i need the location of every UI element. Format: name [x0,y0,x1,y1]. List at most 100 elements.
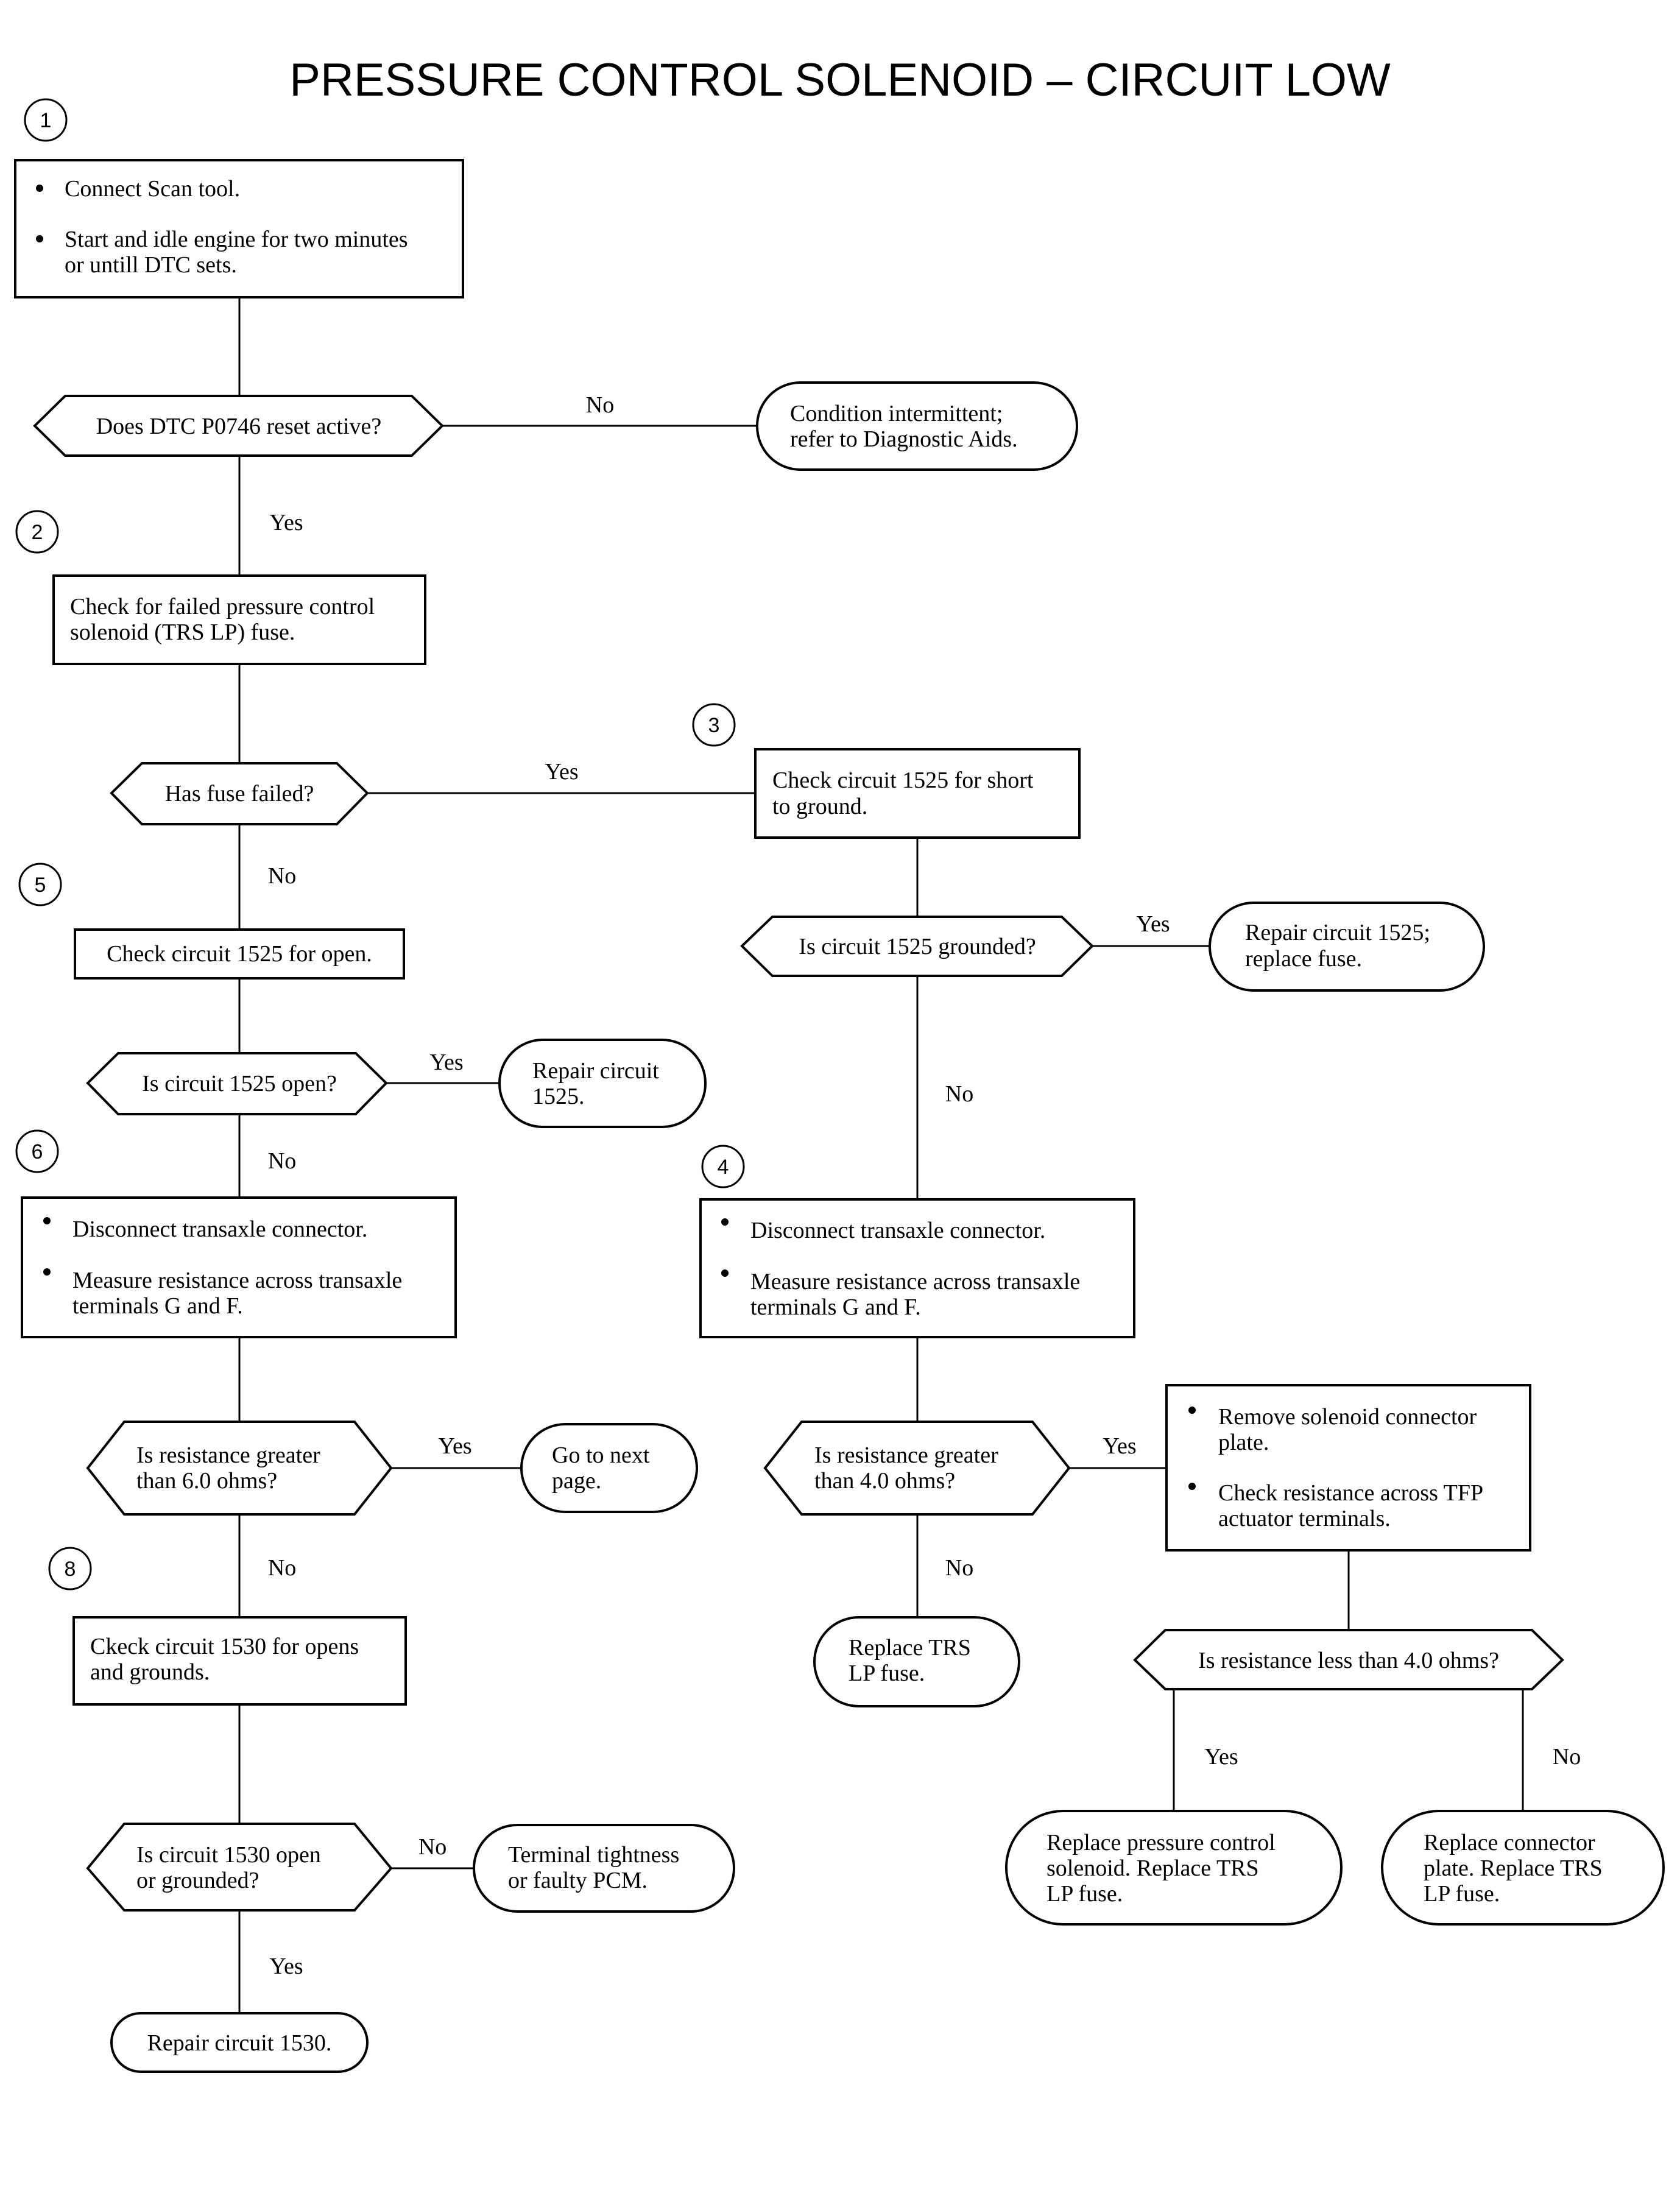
step-6-box: Disconnect transaxle connector. Measure … [21,1196,457,1338]
svg-text:Is resistance greater: Is resistance greater [136,1442,320,1468]
svg-text:Is circuit 1530 open: Is circuit 1530 open [136,1842,321,1868]
no-label: No [268,1555,296,1581]
step-3-box: Check circuit 1525 for short to ground. [754,748,1081,839]
svg-text:or faulty PCM.: or faulty PCM. [508,1868,648,1893]
end-go-to-next-page: Go to next page. [520,1423,698,1513]
end-repair-circuit-1530: Repair circuit 1530. [110,2012,369,2073]
svg-text:Check for failed pressure cont: Check for failed pressure control [70,594,375,620]
connectors [238,297,1524,2013]
decision-circuit-1525-open: Is circuit 1525 open? [86,1052,388,1115]
no-label: No [945,1555,973,1581]
end-condition-intermittent: Condition intermittent; refer to Diagnos… [756,381,1078,471]
svg-text:Disconnect transaxle connector: Disconnect transaxle connector. [72,1216,367,1242]
svg-text:or grounded?: or grounded? [136,1868,259,1893]
yes-label: Yes [1136,911,1170,937]
decision-resistance-greater-4: Is resistance greater than 4.0 ohms? [763,1421,1071,1516]
svg-text:refer to Diagnostic Aids.: refer to Diagnostic Aids. [790,426,1018,452]
svg-text:Is resistance less than 4.0 oh: Is resistance less than 4.0 ohms? [1198,1648,1499,1673]
yes-label: Yes [269,510,303,535]
step-solenoid-plate-box: Remove solenoid connector plate. Check r… [1165,1384,1531,1552]
step-number-8: 8 [48,1547,92,1590]
end-replace-trs-fuse: Replace TRS LP fuse. [813,1616,1020,1707]
svg-text:8: 8 [65,1558,76,1581]
svg-text:Go to next: Go to next [552,1442,650,1468]
yes-label: Yes [438,1433,471,1459]
svg-text:6: 6 [32,1140,43,1163]
svg-text:and grounds.: and grounds. [90,1659,210,1685]
svg-text:3: 3 [708,714,720,737]
step-number-2: 2 [15,510,59,554]
end-replace-pressure-control-solenoid: Replace pressure control solenoid. Repla… [1005,1810,1343,1926]
svg-text:Repair circuit: Repair circuit [532,1058,659,1084]
svg-text:than 6.0 ohms?: than 6.0 ohms? [136,1468,277,1494]
svg-text:replace fuse.: replace fuse. [1245,946,1362,972]
step-number-5: 5 [18,863,62,906]
yes-label: Yes [269,1954,303,1979]
svg-text:Check resistance across TFP: Check resistance across TFP [1218,1480,1483,1506]
step-1-box: Connect Scan tool. Start and idle engine… [14,159,464,298]
svg-text:5: 5 [35,874,46,897]
svg-text:plate. Replace TRS: plate. Replace TRS [1424,1855,1603,1881]
end-replace-connector-plate: Replace connector plate. Replace TRS LP … [1381,1810,1665,1926]
svg-text:Repair circuit 1530.: Repair circuit 1530. [147,2030,332,2056]
svg-text:solenoid (TRS LP) fuse.: solenoid (TRS LP) fuse. [70,620,295,645]
svg-text:LP fuse.: LP fuse. [849,1661,925,1686]
svg-text:Remove solenoid connector: Remove solenoid connector [1218,1404,1477,1430]
svg-text:1: 1 [40,109,52,132]
step-5-box: Check circuit 1525 for open. [74,928,405,980]
svg-text:terminals G and F.: terminals G and F. [750,1294,921,1320]
yes-label: Yes [1204,1744,1238,1770]
yes-label: Yes [545,759,578,785]
step-number-1: 1 [24,98,68,142]
yes-label: Yes [1103,1433,1136,1459]
step-4-box: Disconnect transaxle connector. Measure … [699,1198,1135,1338]
svg-text:Check circuit 1525 for short: Check circuit 1525 for short [772,768,1034,793]
svg-text:LP fuse.: LP fuse. [1424,1881,1500,1907]
svg-text:Repair circuit 1525;: Repair circuit 1525; [1245,920,1430,945]
svg-text:Condition intermittent;: Condition intermittent; [790,401,1003,426]
svg-text:or untill DTC sets.: or untill DTC sets. [65,252,237,278]
svg-text:page.: page. [552,1468,601,1494]
svg-text:actuator terminals.: actuator terminals. [1218,1506,1391,1531]
page-title: PRESSURE CONTROL SOLENOID – CIRCUIT LOW [289,54,1391,106]
no-label: No [268,863,296,889]
svg-text:Measure resistance across tran: Measure resistance across transaxle [72,1268,402,1293]
svg-text:Is circuit 1525 grounded?: Is circuit 1525 grounded? [799,934,1036,959]
svg-text:Does DTC P0746 reset active?: Does DTC P0746 reset active? [96,414,382,439]
svg-text:Is resistance greater: Is resistance greater [814,1442,998,1468]
svg-text:to ground.: to ground. [772,794,867,819]
svg-text:Measure resistance across tran: Measure resistance across transaxle [750,1269,1080,1294]
svg-text:Replace connector: Replace connector [1424,1830,1595,1855]
step-8-box: Ckeck circuit 1530 for opens and grounds… [72,1616,407,1706]
decision-resistance-greater-6: Is resistance greater than 6.0 ohms? [86,1421,393,1516]
end-terminal-tightness: Terminal tightness or faulty PCM. [473,1824,735,1913]
svg-text:Connect Scan tool.: Connect Scan tool. [65,176,240,202]
decision-fuse-failed: Has fuse failed? [110,762,369,825]
svg-text:Ckeck circuit 1530 for opens: Ckeck circuit 1530 for opens [90,1634,359,1659]
svg-text:Terminal tightness: Terminal tightness [508,1842,679,1868]
step-2-box: Check for failed pressure control soleno… [52,574,426,665]
decision-circuit-1525-grounded: Is circuit 1525 grounded? [740,916,1094,977]
svg-text:Replace TRS: Replace TRS [849,1635,971,1661]
decision-circuit-1530: Is circuit 1530 open or grounded? [86,1823,393,1912]
decision-dtc-reset: Does DTC P0746 reset active? [33,395,444,457]
svg-text:Is circuit 1525 open?: Is circuit 1525 open? [142,1071,337,1096]
step-number-6: 6 [15,1129,59,1173]
svg-text:Has fuse failed?: Has fuse failed? [165,781,314,807]
svg-text:Disconnect transaxle connector: Disconnect transaxle connector. [750,1218,1045,1243]
no-label: No [945,1081,973,1107]
svg-text:1525.: 1525. [532,1084,585,1109]
svg-text:2: 2 [32,521,43,544]
yes-label: Yes [429,1050,463,1075]
svg-text:terminals G and F.: terminals G and F. [72,1293,243,1319]
svg-text:LP fuse.: LP fuse. [1046,1881,1123,1907]
no-label: No [586,392,614,418]
svg-text:plate.: plate. [1218,1430,1269,1455]
end-repair-replace-fuse: Repair circuit 1525; replace fuse. [1209,902,1485,992]
svg-text:Replace pressure control: Replace pressure control [1046,1830,1276,1855]
no-label: No [268,1148,296,1174]
step-number-3: 3 [692,703,736,747]
no-label: No [1553,1744,1581,1770]
